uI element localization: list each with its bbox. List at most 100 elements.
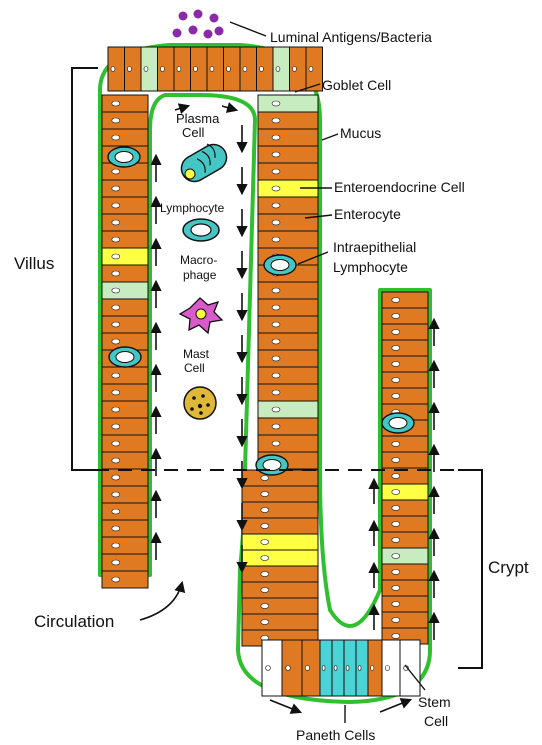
enterocyte-cell: [258, 197, 318, 214]
enterocyte-cell: [382, 564, 428, 580]
paneth-cell: [356, 640, 368, 696]
enterocyte-cell: [258, 231, 318, 248]
enterocyte-cell: [258, 163, 318, 180]
enterocyte-cell: [191, 47, 208, 91]
enterocyte-cell: [174, 47, 191, 91]
enterocyte-cell: [258, 316, 318, 333]
enterocyte-cell: [102, 401, 148, 418]
circulation-label: Circulation: [34, 612, 114, 631]
enterocyte-cell: [242, 486, 318, 502]
enterocyte-cell: [258, 112, 318, 129]
flow-arrow: [270, 700, 300, 712]
enterocyte-cell: [258, 350, 318, 367]
goblet-cell: [382, 548, 428, 564]
iel-label-1: Intraepithelial: [333, 239, 416, 255]
enterocyte-cell: [102, 503, 148, 520]
enterocyte-cell: [382, 612, 428, 628]
plasma-cell-label-2: Cell: [182, 125, 205, 140]
enterocyte-cell: [108, 47, 125, 91]
enterocyte-cell: [102, 452, 148, 469]
enteroendocrine-cell: [102, 248, 148, 265]
enterocyte-cell: [382, 308, 428, 324]
mast-cell-label-1: Mast: [183, 347, 210, 361]
enterocyte-cell: [382, 388, 428, 404]
enterocyte-label: Enterocyte: [334, 206, 401, 222]
enterocyte-cell: [282, 640, 302, 696]
enterocyte-cell: [258, 435, 318, 452]
intraepithelial-lymphocyte: [256, 455, 288, 475]
luminal-antigens-label: Luminal Antigens/Bacteria: [270, 29, 432, 45]
enterocyte-cell: [158, 47, 175, 91]
stem-cell-label-2: Cell: [424, 713, 448, 729]
flow-arrow: [222, 106, 236, 110]
luminal-antigens: [173, 10, 224, 39]
enterocyte-cell: [382, 580, 428, 596]
enterocyte-cell: [368, 640, 382, 696]
enterocyte-cell: [102, 571, 148, 588]
enteroendocrine-cell: [382, 484, 428, 500]
goblet-cell: [273, 47, 290, 91]
enterocyte-cell: [102, 265, 148, 282]
enterocyte-cell: [258, 333, 318, 350]
enterocyte-cell: [242, 582, 318, 598]
flow-arrow: [175, 106, 188, 110]
enterocyte-cell: [257, 47, 274, 91]
lymphocyte-label: Lymphocyte: [160, 201, 225, 215]
paneth-cell: [344, 640, 356, 696]
enterocyte-cell: [102, 316, 148, 333]
enterocyte-cell: [258, 129, 318, 146]
intraepithelial-lymphocyte: [382, 413, 414, 433]
mucus-label: Mucus: [340, 125, 381, 141]
enterocyte-cell: [258, 367, 318, 384]
enterocyte-cell: [102, 180, 148, 197]
plasma-cell-icon: [177, 140, 232, 187]
enterocyte-cell: [382, 340, 428, 356]
enterocyte-cell: [258, 282, 318, 299]
circulation-pointer: [140, 583, 182, 620]
enterocyte-cell: [102, 537, 148, 554]
enterocyte-cell: [258, 299, 318, 316]
macrophage-icon: [180, 298, 222, 333]
flow-arrow: [380, 700, 410, 712]
enterocyte-cell: [102, 299, 148, 316]
enterocyte-cell: [102, 554, 148, 571]
plasma-cell-label-1: Plasma: [176, 111, 220, 126]
enterocyte-cell: [382, 292, 428, 308]
intraepithelial-lymphocyte: [264, 255, 296, 275]
enterocyte-cell: [102, 231, 148, 248]
goblet-cell-label: Goblet Cell: [322, 77, 391, 93]
enterocyte-cell: [382, 500, 428, 516]
macrophage-label-2: phage: [183, 268, 217, 282]
enterocyte-cell: [224, 47, 241, 91]
enteroendocrine-cell: [242, 550, 318, 566]
luminal-leader: [230, 22, 266, 36]
enterocyte-cell: [382, 436, 428, 452]
enterocyte-cell: [258, 418, 318, 435]
iel-label-2: Lymphocyte: [333, 259, 408, 275]
stem-cell-label-1: Stem: [418, 694, 451, 710]
enterocyte-cell: [382, 532, 428, 548]
mucus-leader: [322, 134, 338, 140]
crypt-bracket: [458, 470, 482, 668]
enterocyte-cell: [382, 596, 428, 612]
enterocyte-cell: [382, 516, 428, 532]
enterocyte-cell: [102, 435, 148, 452]
paneth-cell: [320, 640, 332, 696]
enterocyte-cell: [102, 418, 148, 435]
goblet-cell: [102, 282, 148, 299]
enterocyte-cell: [102, 367, 148, 384]
enterocyte-cell: [242, 598, 318, 614]
enterocyte-cell: [102, 95, 148, 112]
crypt-label: Crypt: [488, 558, 529, 577]
enterocyte-cell: [382, 372, 428, 388]
paneth-cells-label: Paneth Cells: [296, 727, 375, 743]
enterocyte-cell: [102, 214, 148, 231]
mast-cell-label-2: Cell: [184, 361, 205, 375]
enterocyte-cell: [240, 47, 257, 91]
enterocyte-cell: [242, 502, 318, 518]
enterocyte-cell: [102, 469, 148, 486]
paneth-cell: [332, 640, 344, 696]
stem-cell: [382, 640, 400, 696]
enterocyte-cell: [102, 112, 148, 129]
